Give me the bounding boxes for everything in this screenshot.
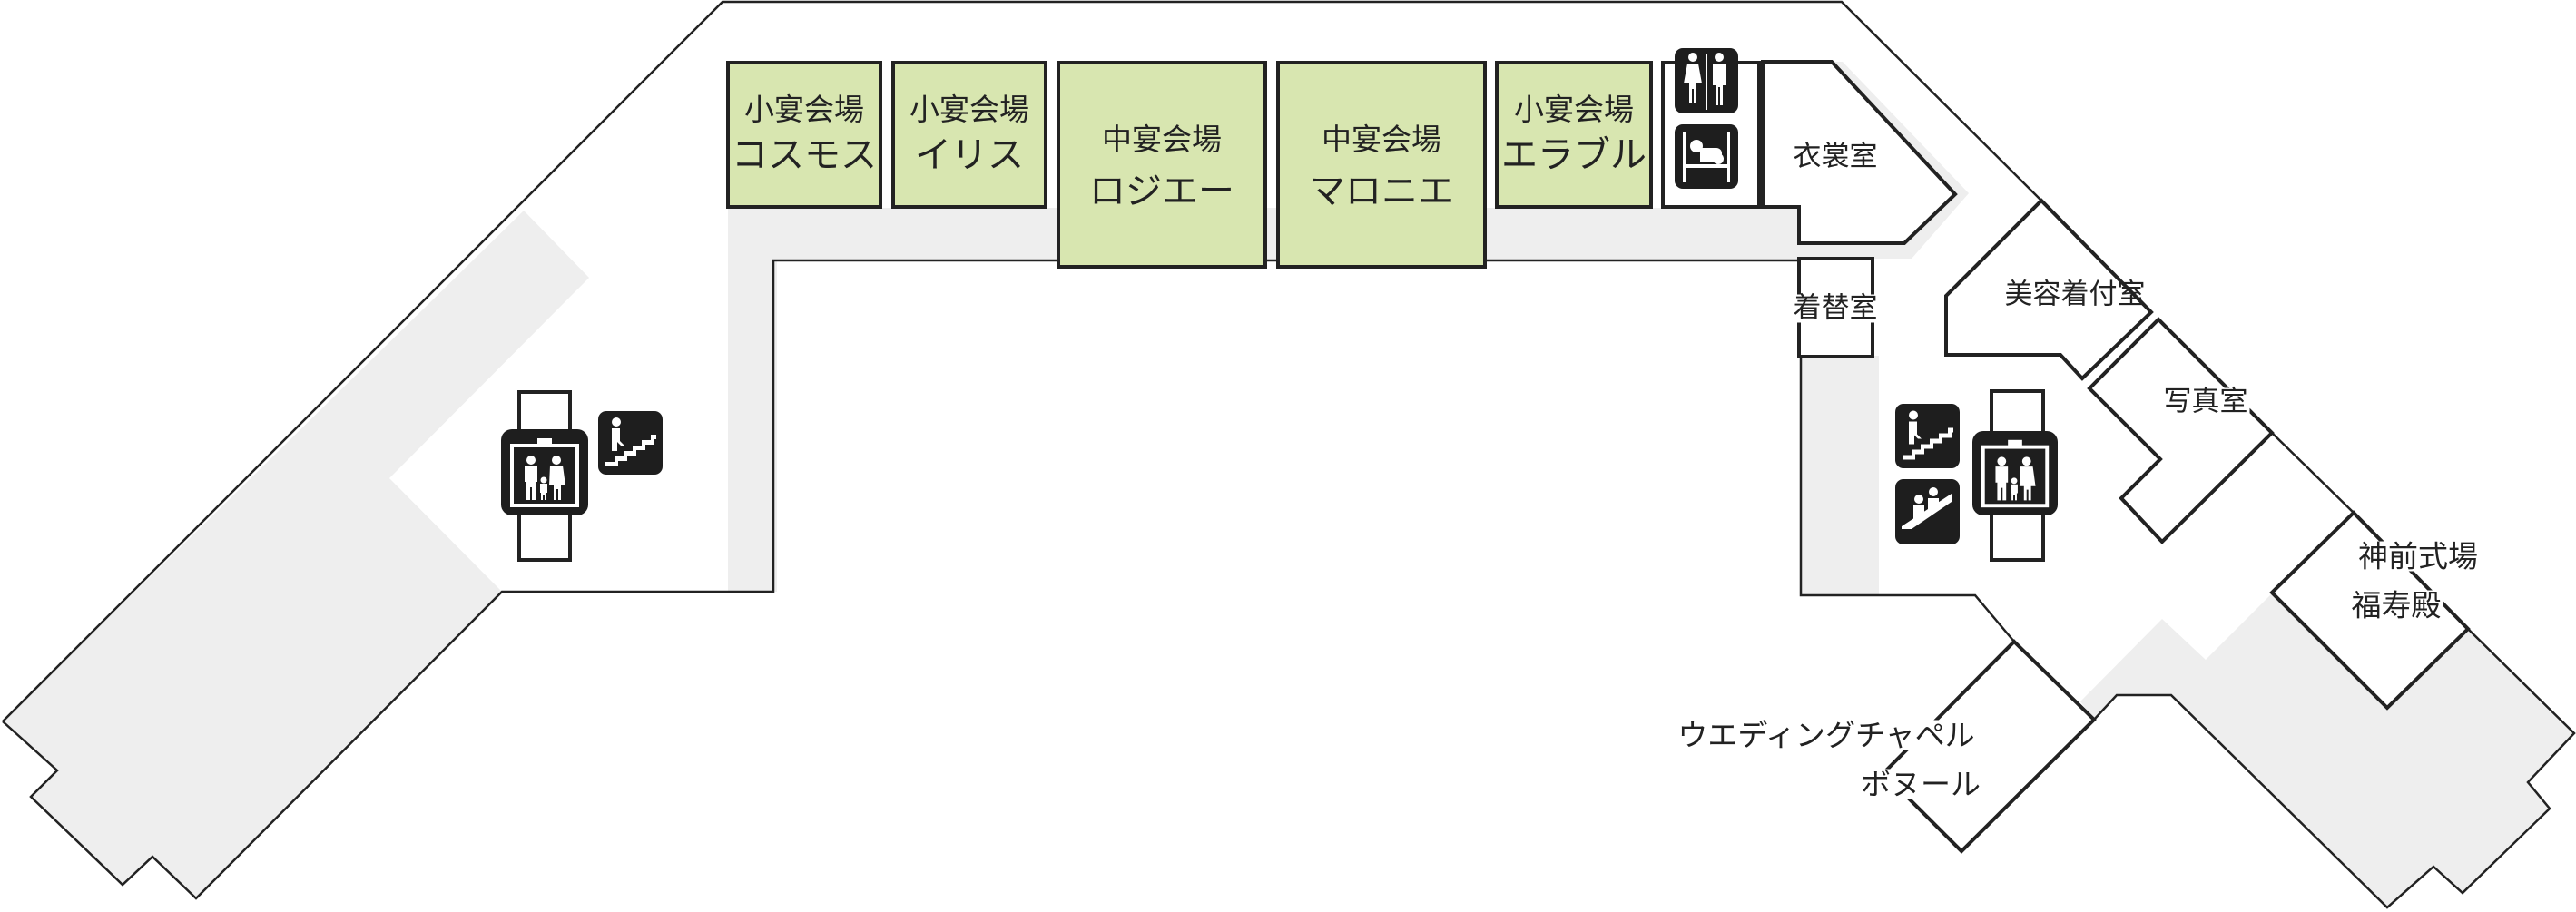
elevator-icon[interactable] (1972, 431, 2058, 515)
label-costume: 衣裳室 (1793, 140, 1878, 173)
room-type: 小宴会場 (744, 92, 864, 128)
restroom-icon[interactable] (1675, 48, 1738, 113)
room-name: ロジエー (1089, 171, 1234, 213)
room-type: 中宴会場 (1322, 121, 1441, 157)
room-name: マロニエ (1309, 171, 1454, 213)
escalator-icon[interactable] (1895, 479, 1960, 544)
corridor-top (728, 208, 1799, 592)
elevator-icon[interactable] (501, 429, 588, 515)
room-beauty[interactable] (1944, 198, 2154, 381)
room-type: 小宴会場 (909, 92, 1029, 128)
room-erable[interactable]: 小宴会場 エラブル (1495, 61, 1653, 209)
room-name: イリス (915, 133, 1024, 176)
corridor-left-wing (3, 211, 589, 898)
stairs-icon[interactable] (598, 411, 663, 475)
label-chapel-line1: ウエディングチャペル (1676, 717, 1977, 753)
corridor-lower-right (2080, 593, 2574, 907)
room-type: 中宴会場 (1102, 121, 1222, 157)
room-type: 小宴会場 (1514, 92, 1634, 128)
outer-wall-southwest (2, 259, 1799, 900)
room-photo[interactable] (2087, 317, 2275, 544)
label-shrine-line1: 神前式場 (2356, 538, 2480, 574)
stairs-icon[interactable] (1895, 404, 1960, 468)
outer-wall (2, 0, 2042, 722)
label-chapel-line2: ボヌール (1859, 766, 1982, 802)
label-changing: 着替室 (1791, 291, 1880, 325)
label-beauty: 美容着付室 (2004, 278, 2146, 311)
room-cosmos[interactable]: 小宴会場 コスモス (726, 61, 882, 209)
corridor-right (1801, 356, 1879, 595)
corridor-costume-shadow (1799, 62, 1969, 259)
room-costume[interactable] (1761, 60, 1958, 245)
inner-wall-right (1799, 356, 2015, 642)
room-name: コスモス (732, 133, 877, 176)
baby-changing-icon[interactable] (1675, 124, 1738, 189)
room-iris[interactable]: 小宴会場 イリス (891, 61, 1047, 209)
label-photo: 写真室 (2161, 385, 2250, 418)
room-marronnier[interactable]: 中宴会場 マロニエ (1276, 61, 1487, 269)
label-shrine-line2: 福寿殿 (2349, 587, 2443, 623)
room-name: エラブル (1501, 133, 1647, 176)
room-rosier[interactable]: 中宴会場 ロジエー (1057, 61, 1267, 269)
